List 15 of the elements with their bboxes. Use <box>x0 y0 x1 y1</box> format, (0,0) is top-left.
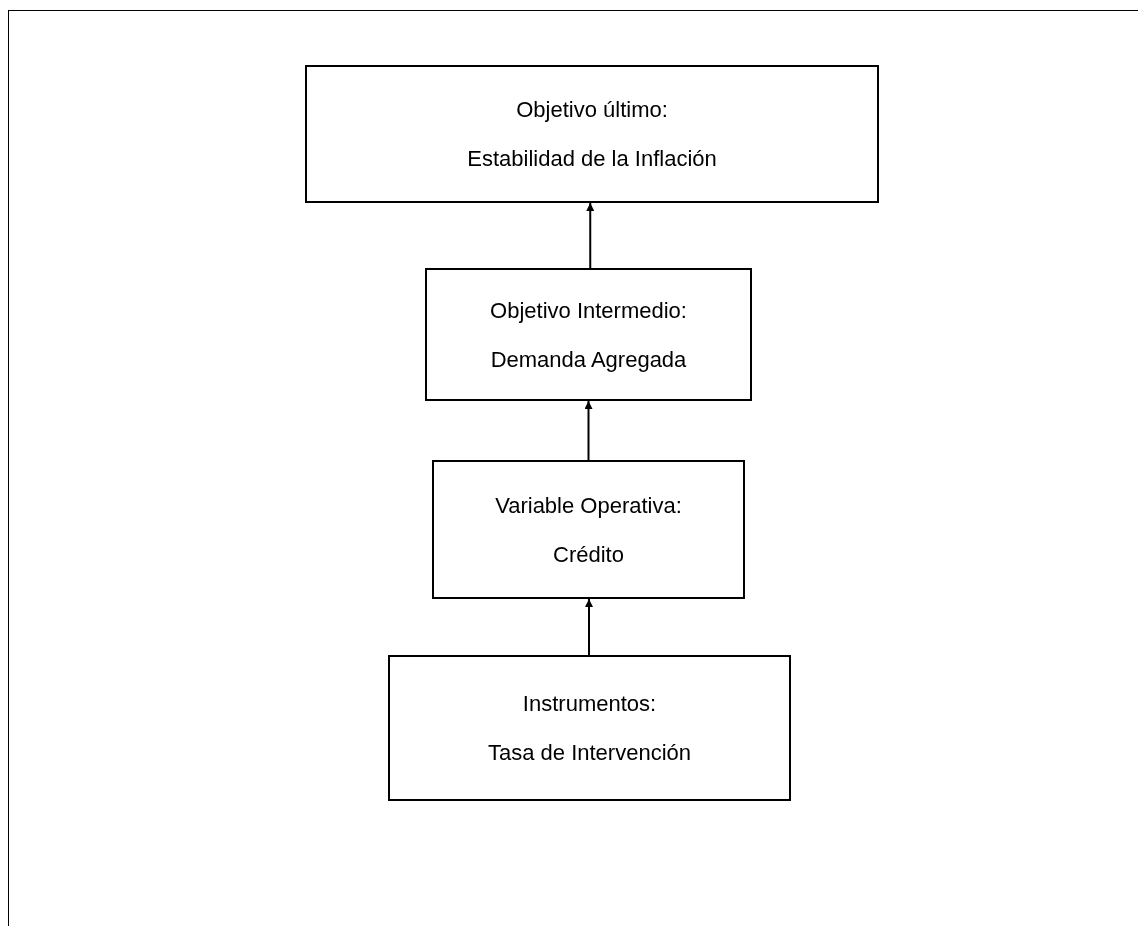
box-heading: Variable Operativa: <box>495 491 682 520</box>
box-heading: Objetivo último: <box>516 96 668 124</box>
process-box <box>388 655 791 801</box>
box-text: Tasa de Intervención <box>488 739 691 767</box>
process-box <box>425 268 752 401</box>
arrow <box>585 598 593 656</box>
box-text: Crédito <box>553 540 624 569</box>
arrow <box>584 400 593 461</box>
arrow <box>586 202 595 269</box>
process-box <box>432 460 745 599</box>
box-heading: Objetivo Intermedio: <box>490 296 687 325</box>
process-box <box>305 65 879 203</box>
box-text: Estabilidad de la Inflación <box>467 145 717 173</box>
box-text: Demanda Agregada <box>490 345 687 374</box>
box-heading: Instrumentos: <box>522 690 657 718</box>
